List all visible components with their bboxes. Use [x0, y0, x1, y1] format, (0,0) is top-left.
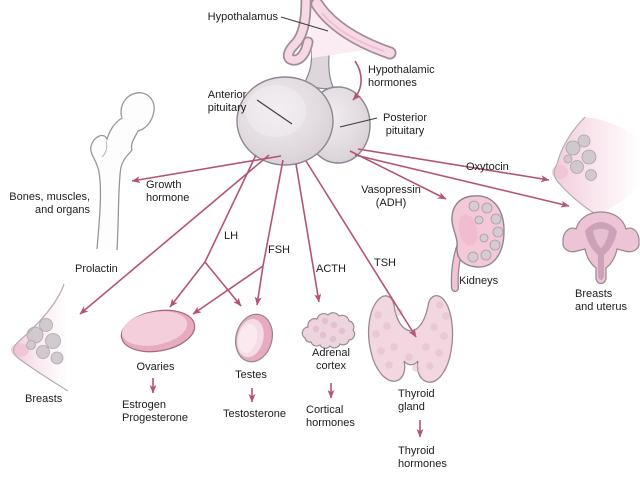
ovary-illustration — [120, 309, 196, 353]
hormone-arrows — [79, 60, 570, 438]
label-vasopressin-adh: Vasopressin (ADH) — [361, 184, 421, 209]
label-acth: ACTH — [316, 263, 346, 275]
label-kidneys: Kidneys — [459, 275, 499, 287]
pointer-anterior-pituitary — [256, 99, 293, 125]
label-cortical-hormones: Cortical hormones — [306, 404, 355, 429]
label-breasts: Breasts — [25, 393, 63, 405]
label-growth-hormone: Growth hormone — [146, 179, 190, 204]
label-testosterone: Testosterone — [223, 408, 286, 420]
bone-illustration — [90, 92, 155, 251]
arrow-lh-to-testis — [204, 261, 242, 307]
label-posterior-pituitary: Posterior pituitary — [382, 112, 428, 137]
label-bones-muscles-organs: Bones, muscles, and organs — [9, 191, 90, 216]
breast-right-illustration — [552, 116, 640, 220]
label-anterior-pituitary: Anterior pituitary — [207, 89, 247, 114]
thyroid-illustration — [367, 295, 454, 383]
label-fsh: FSH — [268, 244, 290, 256]
label-tsh: TSH — [374, 257, 396, 269]
arrow-vasopressin — [349, 150, 447, 200]
label-oxytocin: Oxytocin — [466, 161, 509, 173]
label-testes: Testes — [235, 369, 267, 381]
label-thyroid-hormones: Thyroid hormones — [398, 445, 447, 470]
hypothalamus-illustration — [282, 0, 397, 66]
arrow-fsh-to-testis — [254, 159, 284, 306]
testis-illustration — [234, 313, 274, 363]
arrow-prolactin — [79, 154, 270, 315]
adrenal-cortex-illustration — [301, 312, 356, 349]
arrow-oxytocin-breast — [357, 148, 550, 183]
label-ovaries: Ovaries — [136, 361, 175, 373]
arrow-growth-hormone — [131, 155, 282, 184]
label-hypothalamic-hormones: Hypothalamic hormones — [368, 64, 435, 89]
uterus-illustration — [562, 211, 640, 285]
label-thyroid-gland: Thyroid gland — [398, 388, 435, 413]
label-prolactin: Prolactin — [75, 263, 118, 275]
label-lh: LH — [224, 230, 239, 242]
breast-left-illustration — [11, 283, 69, 392]
arrow-acth — [295, 163, 322, 303]
pituitary-illustration — [236, 45, 371, 166]
arrow-fsh-to-ovary — [192, 265, 264, 315]
label-adrenal-cortex: Adrenal cortex — [312, 347, 350, 372]
arrow-oxytocin-uterus — [354, 154, 570, 208]
kidney-illustration — [450, 195, 505, 292]
arrow-hypothalamic-hormones — [352, 60, 362, 101]
label-hypothalamus: Hypothalamus — [207, 11, 278, 23]
label-breasts-and-uterus: Breasts and uterus — [575, 288, 627, 313]
pointer-hypothalamus — [280, 16, 329, 32]
label-estrogen-progesterone: Estrogen Progesterone — [122, 399, 189, 424]
pointer-posterior-pituitary — [339, 117, 378, 128]
arrow-tsh — [305, 160, 417, 338]
pointer-lines — [256, 16, 378, 128]
